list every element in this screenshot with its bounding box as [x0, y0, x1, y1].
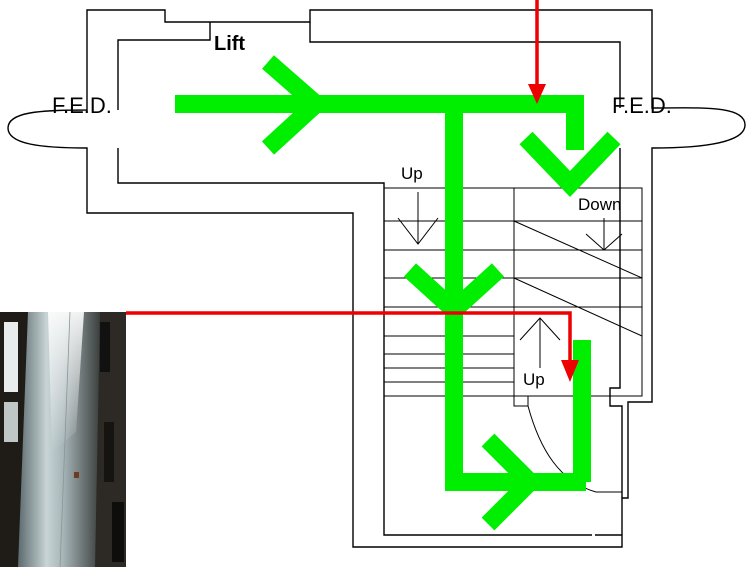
red-pointer-bottom: [126, 311, 572, 372]
stair-direction-arrows: [397, 192, 623, 368]
red-pointer-lines: [126, 0, 579, 382]
fed-label-left: F.E.D.: [52, 93, 112, 118]
door-swing: [527, 405, 622, 493]
red-pointer-top-arrowhead: [528, 84, 546, 104]
outer-wall: [7, 9, 746, 548]
stair-core: [383, 187, 643, 493]
green-arrow-corridor: [261, 55, 330, 155]
down-label: Down: [578, 195, 621, 214]
landing-wall: [513, 336, 642, 407]
up-label-lower: Up: [523, 370, 545, 389]
fed-label-right: F.E.D.: [612, 93, 672, 118]
stair-break-line-2: [513, 277, 643, 337]
stair-break-line-1: [513, 220, 643, 279]
lift-label: Lift: [214, 33, 245, 55]
green-escape-route: [175, 55, 621, 531]
stair-treads: [384, 220, 642, 397]
building-walls: [7, 9, 746, 548]
inner-wall: [117, 22, 623, 536]
up-label-upper: Up: [401, 164, 423, 183]
green-arrow-right-down: [519, 131, 621, 198]
corridor-photo: [0, 312, 126, 567]
green-arrow-stair: [403, 263, 505, 323]
green-arrow-exit: [481, 433, 543, 531]
red-pointer-bottom-arrowhead: [561, 360, 579, 382]
green-corridor-path: [175, 95, 584, 150]
